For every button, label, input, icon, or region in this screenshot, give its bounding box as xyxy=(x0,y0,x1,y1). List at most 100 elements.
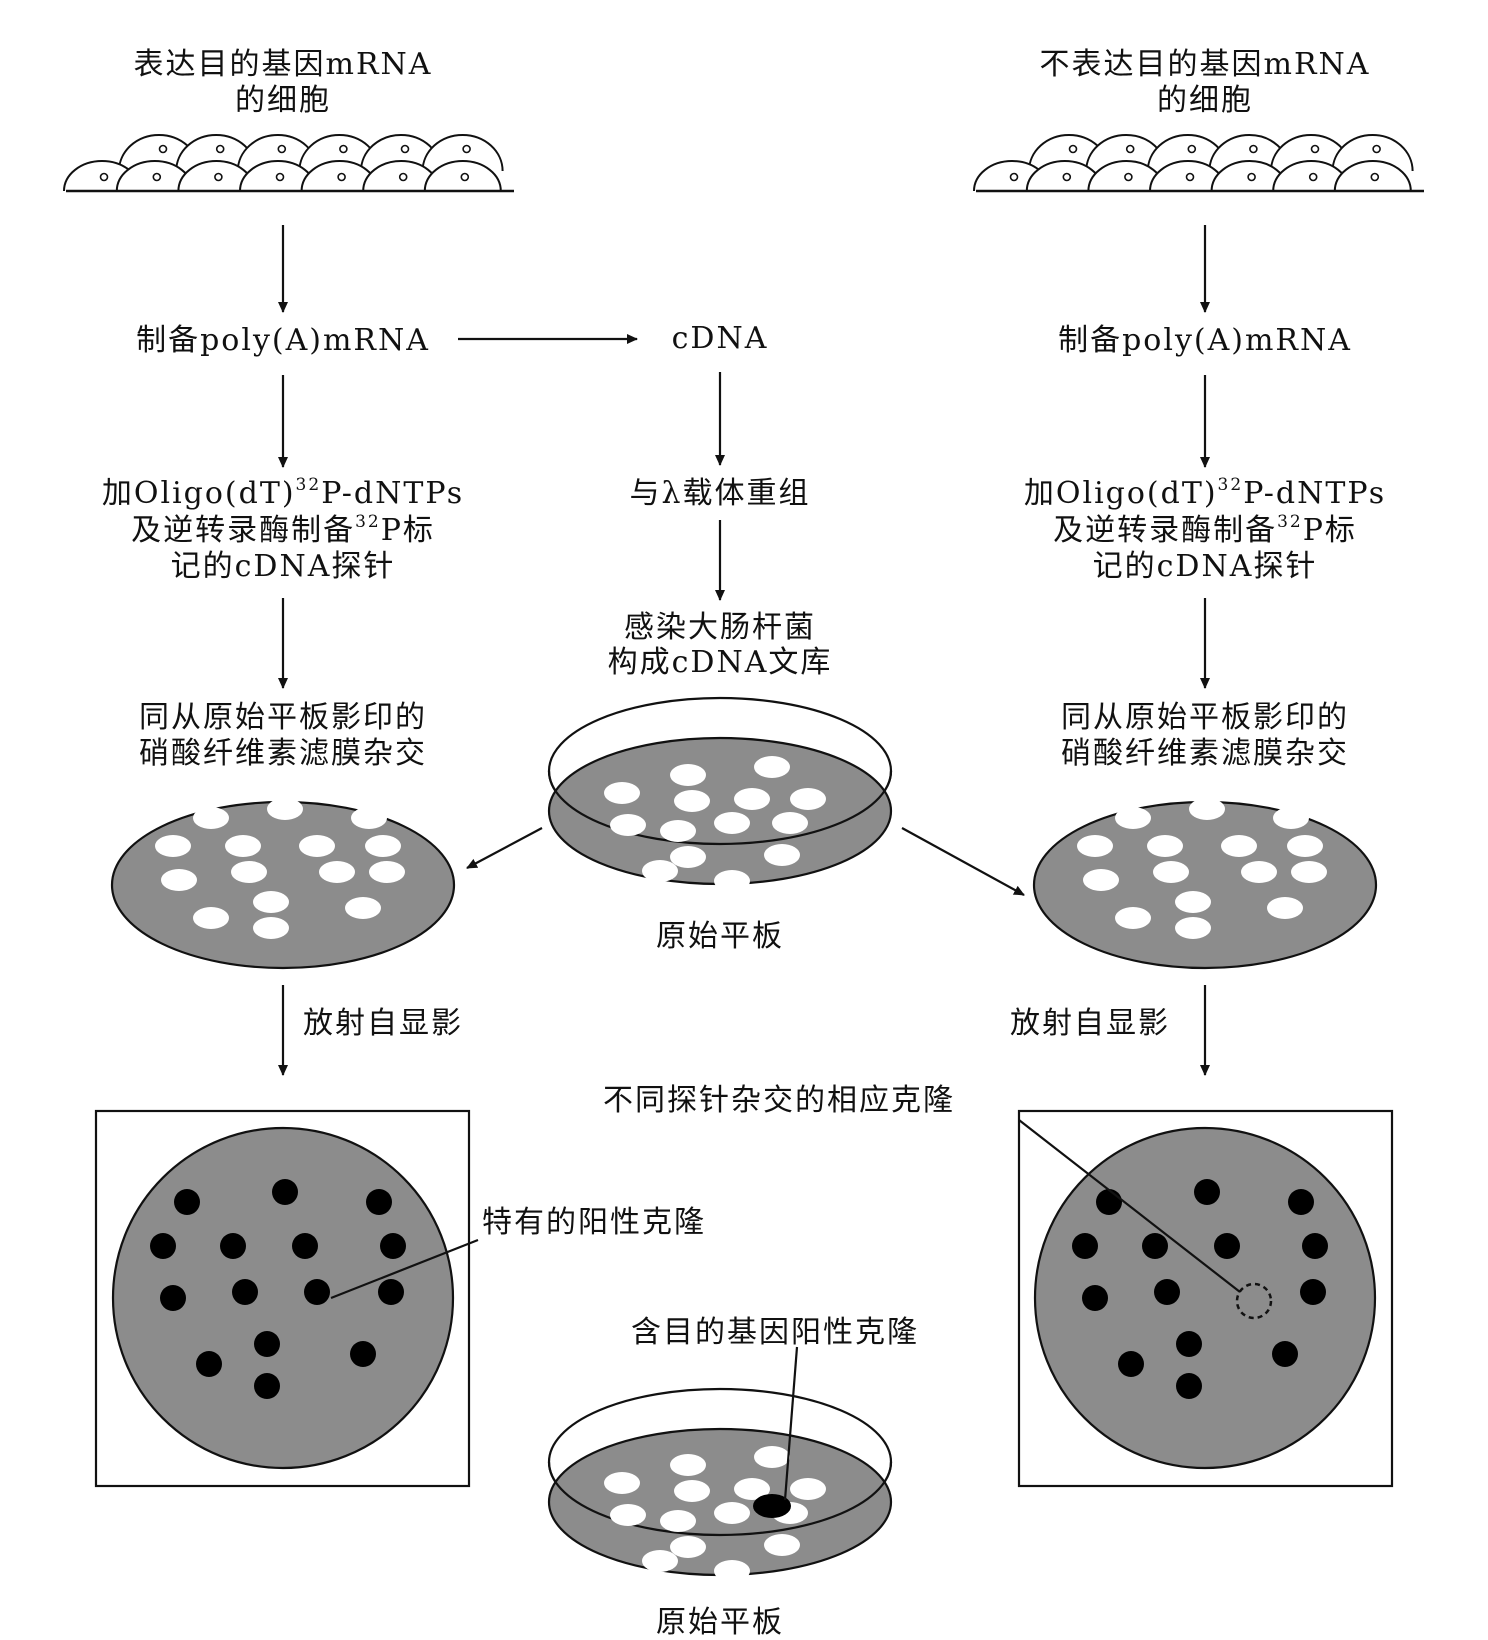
hybridization-spot xyxy=(1176,1373,1202,1399)
hybridization-spot xyxy=(232,1279,258,1305)
colony xyxy=(772,812,808,834)
target-clone-pointer xyxy=(783,1346,799,1501)
hybridization-spot xyxy=(350,1341,376,1367)
colony xyxy=(714,1502,750,1524)
cell-nucleus xyxy=(1372,144,1381,154)
colony xyxy=(1147,835,1183,857)
cell-nucleus xyxy=(215,144,225,154)
cell-nucleus xyxy=(277,144,287,154)
cell-nucleus xyxy=(214,172,223,182)
colony xyxy=(790,1478,826,1500)
cell-nucleus xyxy=(460,172,470,182)
hybridization-spot xyxy=(292,1233,318,1259)
cell-nucleus xyxy=(398,172,408,182)
hybridization-spot xyxy=(254,1331,280,1357)
different-clone-pointer xyxy=(1018,1119,1241,1293)
cell-nucleus xyxy=(1187,144,1197,154)
colony xyxy=(1221,835,1257,857)
left-cells-label-line1: 表达目的基因mRNA xyxy=(134,47,433,82)
hybridization-spot xyxy=(1118,1351,1144,1377)
colony xyxy=(734,1478,770,1500)
hybridization-spot xyxy=(1096,1189,1122,1215)
missing-clone-dashed-circle xyxy=(1235,1282,1273,1320)
colony xyxy=(670,1454,706,1476)
colony xyxy=(1077,835,1113,857)
colony xyxy=(253,891,289,913)
colony xyxy=(1175,891,1211,913)
colony xyxy=(714,1560,750,1582)
colony xyxy=(161,869,197,891)
left-autoradiography-label: 放射自显影 xyxy=(303,1006,463,1041)
right-autoradiography-label: 放射自显影 xyxy=(1010,1006,1170,1041)
colony xyxy=(1287,835,1323,857)
left-prep-mrna-label: 制备poly(A)mRNA xyxy=(136,323,430,358)
left-filter-colonies xyxy=(155,798,405,939)
hybridization-spot xyxy=(174,1189,200,1215)
right-probe-label-line3: 记的cDNA探针 xyxy=(1093,549,1318,584)
colony xyxy=(670,1536,706,1558)
cell-nucleus xyxy=(400,144,410,154)
cell-nucleus xyxy=(1068,144,1078,154)
different-probe-clone-label: 不同探针杂交的相应克隆 xyxy=(603,1083,955,1118)
left-cells-label-line2: 的细胞 xyxy=(235,83,331,118)
plate-top-lid-front-rim xyxy=(547,770,893,846)
colony xyxy=(1115,807,1151,829)
colony xyxy=(319,861,355,883)
cell-nucleus xyxy=(152,172,162,182)
right-film-disc xyxy=(1033,1126,1377,1470)
specific-positive-clone-label: 特有的阳性克隆 xyxy=(482,1205,706,1240)
left-hybridize-label-line2: 硝酸纤维素滤膜杂交 xyxy=(139,736,427,771)
right-filter-colonies xyxy=(1077,798,1327,939)
cell-nucleus xyxy=(1310,144,1320,154)
right-probe-label-line1: 加Oligo(dT)32P-dNTPs xyxy=(1024,475,1386,511)
colony xyxy=(764,1534,800,1556)
colony xyxy=(642,1550,678,1572)
hybridization-spot xyxy=(380,1233,406,1259)
cell-nucleus xyxy=(1249,144,1258,154)
colony xyxy=(193,907,229,929)
hybridization-spot xyxy=(1288,1189,1314,1215)
cell-nucleus xyxy=(1125,144,1135,154)
hybridization-spot xyxy=(1194,1179,1220,1205)
colony xyxy=(604,782,640,804)
hybridization-spot xyxy=(1142,1233,1168,1259)
colony xyxy=(714,812,750,834)
infect-ecoli-label-line2: 构成cDNA文库 xyxy=(608,645,833,680)
right-autoradiograph xyxy=(1017,1109,1394,1488)
colony xyxy=(1189,798,1225,820)
colony xyxy=(225,835,261,857)
left-film-disc xyxy=(111,1126,455,1470)
hybridization-spot xyxy=(1272,1341,1298,1367)
right-hybridize-label-line2: 硝酸纤维素滤膜杂交 xyxy=(1061,736,1349,771)
hybridization-spot xyxy=(160,1285,186,1311)
left-filter-membrane xyxy=(110,798,456,970)
hybridization-spot xyxy=(366,1189,392,1215)
hybridization-spot xyxy=(254,1373,280,1399)
colony xyxy=(1115,907,1151,929)
colony xyxy=(642,860,678,882)
left-autoradiograph xyxy=(94,1109,479,1488)
colony xyxy=(1241,861,1277,883)
colony xyxy=(734,788,770,810)
colony xyxy=(714,870,750,892)
right-filter-membrane xyxy=(1032,798,1378,970)
colony xyxy=(610,1504,646,1526)
right-cells-label-line1: 不表达目的基因mRNA xyxy=(1040,47,1371,82)
plate-bottom-lid-front-rim xyxy=(547,1461,893,1537)
hybridization-spot xyxy=(196,1351,222,1377)
colony xyxy=(1175,917,1211,939)
original-plate-top xyxy=(547,696,893,892)
cell-layer-right xyxy=(973,134,1424,193)
hybridization-spot xyxy=(1154,1279,1180,1305)
plate-bottom-colonies xyxy=(604,1446,826,1582)
colony xyxy=(764,844,800,866)
colony xyxy=(267,798,303,820)
hybridization-spot xyxy=(1082,1285,1108,1311)
colony xyxy=(299,835,335,857)
target-positive-clone-spot xyxy=(753,1494,791,1518)
left-film-spots xyxy=(150,1179,406,1399)
right-cells-label-line2: 的细胞 xyxy=(1157,83,1253,118)
plate-top-colonies xyxy=(604,756,826,892)
right-film-spots xyxy=(1072,1179,1328,1399)
